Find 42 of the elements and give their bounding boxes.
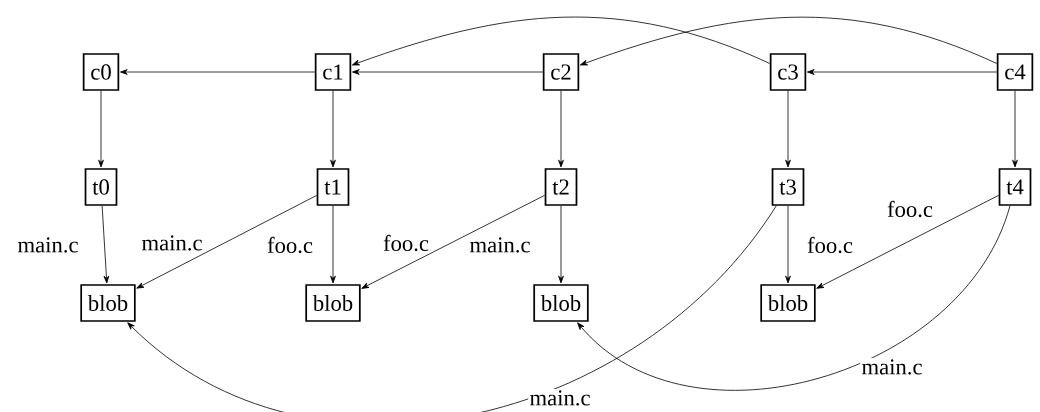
box: t0 xyxy=(84,168,118,206)
box: blob xyxy=(760,284,816,322)
edge-label: main.c xyxy=(528,389,592,407)
arrow xyxy=(558,205,564,284)
box: c0 xyxy=(82,53,120,91)
box: t3 xyxy=(771,168,805,206)
arrow xyxy=(361,194,546,289)
arrow xyxy=(785,90,791,168)
arrow xyxy=(579,16,998,66)
arrow xyxy=(127,205,777,412)
arrow xyxy=(120,69,316,75)
edge-label: main.c xyxy=(860,358,924,376)
arrow xyxy=(98,90,104,168)
arrow xyxy=(558,90,564,168)
box: blob xyxy=(533,284,589,322)
arrow xyxy=(352,69,544,75)
arrow xyxy=(351,16,771,66)
arrow xyxy=(136,195,318,289)
box: c1 xyxy=(314,53,352,91)
edge-label: foo.c xyxy=(805,235,855,255)
edge-label: foo.c xyxy=(885,199,935,219)
arrow xyxy=(330,205,336,284)
arrow xyxy=(101,205,110,284)
edge-label: main.c xyxy=(16,236,80,254)
edge-label: main.c xyxy=(140,234,204,252)
arrow xyxy=(816,194,1000,289)
box: blob xyxy=(305,284,361,322)
box: t2 xyxy=(544,168,578,206)
arrow xyxy=(330,90,336,168)
edge-label: main.c xyxy=(468,236,532,254)
arrow xyxy=(785,205,791,284)
box: blob xyxy=(80,284,136,322)
box: t1 xyxy=(316,168,350,206)
box: t4 xyxy=(998,168,1032,206)
arrow xyxy=(577,205,1011,391)
arrow xyxy=(807,69,998,75)
edge-label: foo.c xyxy=(265,235,315,255)
box: c3 xyxy=(769,53,807,91)
arrow xyxy=(1012,90,1018,168)
box: c2 xyxy=(542,53,580,91)
box: c4 xyxy=(996,53,1034,91)
edge-label: foo.c xyxy=(381,233,431,253)
